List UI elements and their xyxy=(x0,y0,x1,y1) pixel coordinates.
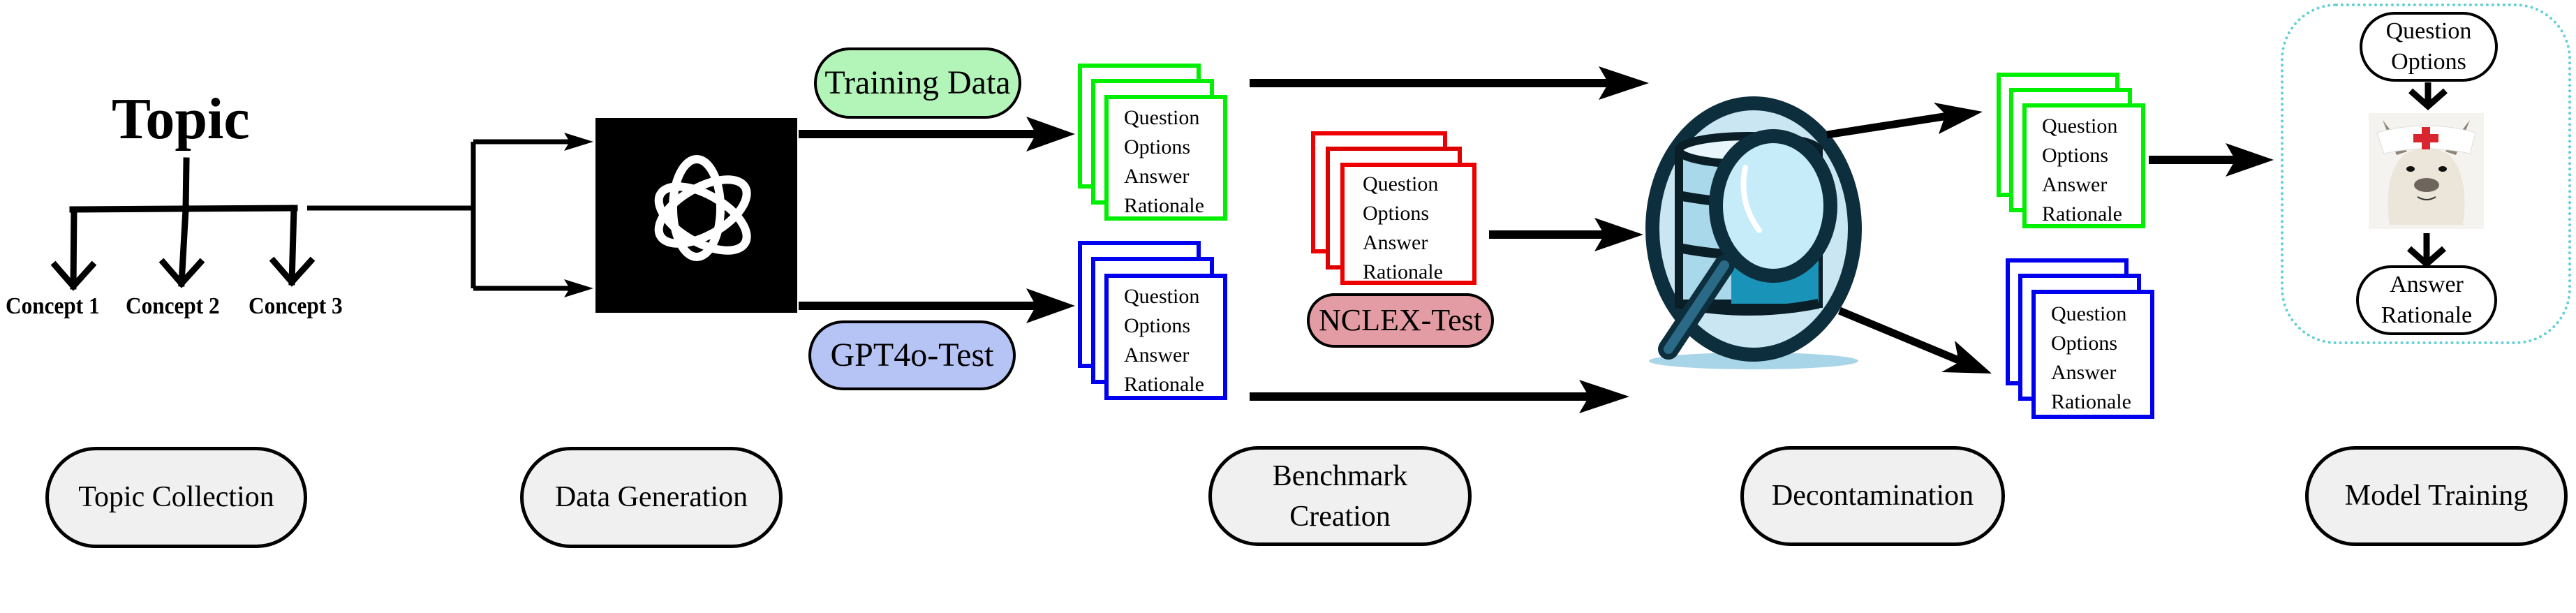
field-options: Options xyxy=(2051,332,2118,355)
stage-label: Benchmark xyxy=(1272,459,1408,492)
arrowhead-icon xyxy=(1934,103,1983,134)
stage-topic-collection: Topic Collection xyxy=(45,447,307,548)
field-options: Options xyxy=(1124,314,1191,337)
concept-label: Concept 3 xyxy=(249,293,343,319)
record-page: Question Options Answer Rationale xyxy=(1104,95,1227,221)
record-fields: Question Options Answer Rationale xyxy=(1124,282,1204,399)
arrowhead-icon xyxy=(1026,117,1075,152)
field-answer: Answer xyxy=(2042,173,2108,196)
concept-2-arrowhead-icon xyxy=(158,258,205,288)
stage-benchmark-creation: Benchmark Creation xyxy=(1208,446,1472,546)
record-page: Question Options Answer Rationale xyxy=(2022,103,2145,228)
model-input-pill: Question Options xyxy=(2360,12,2498,82)
field-question: Question xyxy=(1124,285,1200,308)
field-answer: Answer xyxy=(1363,231,1428,254)
model-flow-arrows xyxy=(2407,82,2448,268)
arrowhead-icon xyxy=(1594,218,1643,251)
record-fields: Question Options Answer Rationale xyxy=(2042,112,2122,229)
training-data-tag: Training Data xyxy=(814,47,1021,119)
stage-label: Creation xyxy=(1289,500,1391,533)
stage-label: Decontamination xyxy=(1771,480,1974,512)
output-line: Rationale xyxy=(2381,302,2473,328)
record-fields: Question Options Answer Rationale xyxy=(1124,103,1204,221)
database-magnifier-icon xyxy=(1645,96,1862,369)
record-fields: Question Options Answer Rationale xyxy=(2051,300,2131,417)
concept-label: Concept 2 xyxy=(126,293,220,319)
field-answer: Answer xyxy=(1124,344,1190,367)
topic-tree xyxy=(50,157,316,291)
field-question: Question xyxy=(2042,115,2118,138)
stage-label: Model Training xyxy=(2344,480,2529,512)
concept-1-arrowhead-icon xyxy=(50,260,97,291)
field-rationale: Rationale xyxy=(2042,202,2122,226)
field-options: Options xyxy=(1363,202,1430,225)
field-rationale: Rationale xyxy=(2051,390,2131,413)
field-rationale: Rationale xyxy=(1363,260,1443,283)
arrowhead-icon xyxy=(564,133,593,151)
nurse-llama-icon xyxy=(2369,113,2484,229)
output-line: Answer xyxy=(2390,272,2464,297)
topic-to-generator-connector xyxy=(307,139,584,291)
model-output-pill: Answer Rationale xyxy=(2356,265,2497,335)
field-options: Options xyxy=(2042,144,2109,167)
arrowhead-icon xyxy=(1941,341,1992,374)
nclex-test-tag: NCLEX-Test xyxy=(1307,293,1494,348)
stage-label: Topic Collection xyxy=(78,481,274,514)
stage-label: Data Generation xyxy=(554,481,748,514)
concept-2-line xyxy=(178,206,189,287)
field-question: Question xyxy=(1363,172,1439,195)
concept-3-arrowhead-icon xyxy=(269,256,316,287)
record-page: Question Options Answer Rationale xyxy=(1104,274,1227,400)
concept-label: Concept 1 xyxy=(6,293,100,319)
stage-data-generation: Data Generation xyxy=(520,447,783,548)
model-training-box xyxy=(2281,3,2571,344)
field-answer: Answer xyxy=(2051,361,2117,384)
stage-model-training: Model Training xyxy=(2305,446,2568,546)
nclex-test-label: NCLEX-Test xyxy=(1319,302,1482,337)
arrowhead-icon xyxy=(1599,66,1649,100)
field-rationale: Rationale xyxy=(1124,194,1204,217)
arrowhead-icon xyxy=(1579,380,1629,413)
record-page: Question Options Answer Rationale xyxy=(2031,290,2154,419)
record-fields: Question Options Answer Rationale xyxy=(1363,170,1443,287)
concept-3-line xyxy=(288,205,297,286)
input-line: Question xyxy=(2385,18,2472,44)
field-options: Options xyxy=(1124,135,1191,158)
field-question: Question xyxy=(2051,302,2127,325)
arrowhead-icon xyxy=(1026,288,1075,323)
topic-label: Topic xyxy=(112,87,250,152)
record-page: Question Options Answer Rationale xyxy=(1340,163,1476,285)
field-question: Question xyxy=(1124,106,1200,129)
decontam-to-test-arrow xyxy=(1837,306,1971,369)
training-data-label: Training Data xyxy=(824,64,1011,102)
field-rationale: Rationale xyxy=(1124,373,1204,396)
arrowhead-icon xyxy=(564,279,593,297)
openai-logo-icon xyxy=(654,155,751,261)
generator-box xyxy=(595,118,797,313)
decontam-to-training-arrow xyxy=(1826,110,1962,139)
arrowhead-icon xyxy=(2226,143,2274,177)
gpt4o-test-label: GPT4o-Test xyxy=(830,337,994,374)
concept-1-line xyxy=(70,206,77,290)
field-answer: Answer xyxy=(1124,165,1190,188)
stage-decontamination: Decontamination xyxy=(1740,446,2005,546)
gpt4o-test-tag: GPT4o-Test xyxy=(808,320,1016,390)
input-line: Options xyxy=(2391,49,2466,75)
